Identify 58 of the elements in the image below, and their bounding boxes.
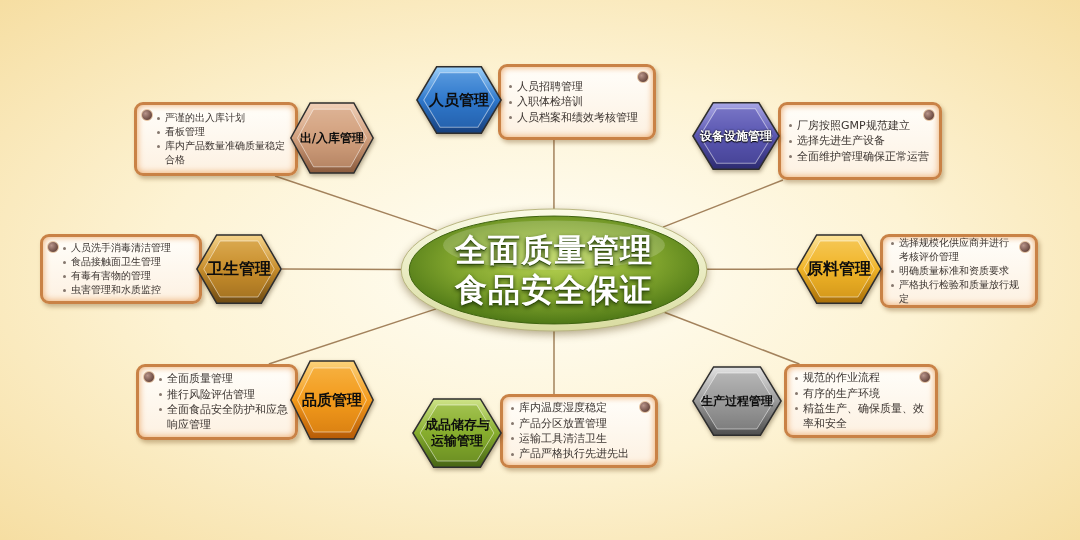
bullet-item: 明确质量标准和资质要求	[899, 264, 1009, 278]
connector-line	[663, 311, 801, 365]
connector-line	[268, 308, 437, 365]
hexagon-badge	[692, 366, 782, 436]
info-card	[880, 234, 1038, 308]
bullet-item: 厂房按照GMP规范建立	[797, 117, 910, 134]
bullet-item: 人员洗手消毒清洁管理	[71, 241, 171, 255]
connector-line	[553, 330, 555, 395]
bullet-item: 运输工具清洁卫生	[519, 431, 607, 447]
info-card	[784, 364, 938, 438]
bullet-item: 产品分区放置管理	[519, 415, 607, 431]
bullet-item: 虫害管理和水质监控	[71, 283, 161, 297]
category-title: 出/入库管理	[298, 130, 366, 146]
bullet-item: 推行风险评估管理	[167, 386, 255, 402]
bullet-item: 全面食品安全防护和应急响应管理	[167, 402, 289, 433]
category-title: 原料管理	[806, 259, 872, 279]
bullet-item: 选择规模化供应商并进行考核评价管理	[899, 236, 1010, 264]
hexagon-badge	[796, 234, 882, 304]
info-card	[136, 364, 298, 440]
bullet-item: 库内温度湿度稳定	[519, 400, 607, 416]
bullet-item: 库内产品数量准确质量稳定合格	[165, 139, 286, 167]
category-title: 设备设施管理	[698, 128, 773, 144]
hexagon-badge	[412, 398, 502, 468]
hub-title: 食品安全保证	[455, 270, 653, 310]
info-card	[500, 394, 658, 468]
category-title: 品质管理	[301, 391, 363, 409]
category-title: 卫生管理	[206, 259, 272, 279]
bullet-item: 产品严格执行先进先出	[519, 446, 629, 462]
bullet-item: 人员档案和绩效考核管理	[517, 109, 638, 126]
bullet-item: 人员招聘管理	[517, 78, 583, 95]
bullet-item: 看板管理	[165, 125, 205, 139]
bullet-item: 有毒有害物的管理	[71, 269, 151, 283]
connector-line	[281, 268, 402, 271]
hub-ellipse	[400, 208, 708, 332]
connector-line	[662, 179, 784, 228]
connector-line	[553, 139, 555, 210]
bullet-item: 严谨的出入库计划	[165, 111, 245, 125]
bullet-item: 全面维护管理确保正常运营	[797, 148, 929, 165]
bullet-item: 严格执行检验和质量放行规定	[899, 278, 1020, 306]
bullet-item: 有序的生产环境	[803, 385, 880, 401]
category-title: 成品储存与运输管理	[423, 417, 491, 449]
hub-title: 全面质量管理	[455, 230, 653, 270]
hexagon-badge	[196, 234, 282, 304]
category-title: 生产过程管理	[700, 393, 774, 409]
bullet-item: 规范的作业流程	[803, 370, 880, 386]
info-card	[40, 234, 202, 304]
hexagon-badge	[416, 66, 502, 134]
bullet-item: 选择先进生产设备	[797, 133, 885, 149]
connector-line	[706, 268, 797, 271]
category-title: 人员管理	[428, 91, 490, 109]
connector-line	[274, 175, 438, 232]
bullet-item: 精益生产、确保质量、效率和安全	[803, 401, 925, 432]
bullet-item: 全面质量管理	[167, 371, 233, 387]
hexagon-badge	[692, 102, 780, 170]
hexagon-badge	[290, 102, 374, 174]
hexagon-badge	[290, 360, 374, 440]
bullet-item: 食品接触面卫生管理	[71, 255, 161, 269]
bullet-item: 入职体检培训	[517, 94, 583, 110]
